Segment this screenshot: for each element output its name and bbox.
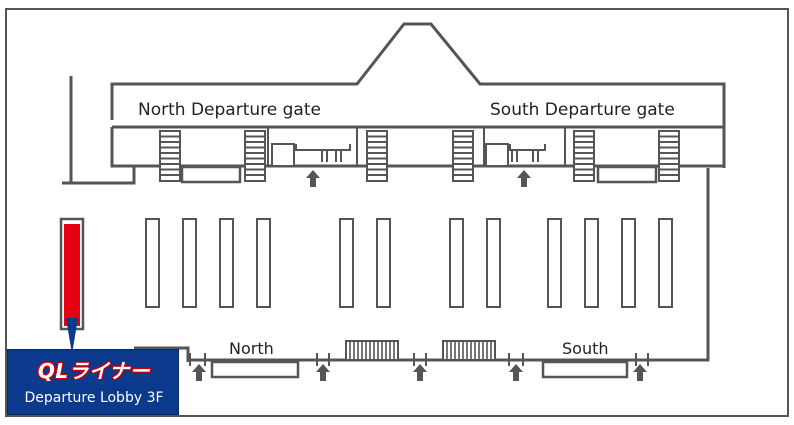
concourse-top-wall xyxy=(132,164,724,183)
roof-outline xyxy=(110,22,726,168)
south-ticket-gates xyxy=(485,143,546,167)
stairs-icon xyxy=(366,130,388,182)
stairs-icon xyxy=(452,130,474,182)
platform-column xyxy=(449,218,464,308)
counter xyxy=(210,360,300,379)
south-label: South xyxy=(562,339,609,358)
platform-column xyxy=(145,218,160,308)
ql-liner-badge: QLライナー Departure Lobby 3F xyxy=(7,349,179,415)
platform-column xyxy=(584,218,599,308)
counter xyxy=(541,360,629,379)
platform-column xyxy=(219,218,234,308)
escalator-icon xyxy=(345,340,496,361)
north-label: North xyxy=(229,339,274,358)
ql-liner-logo: QLライナー xyxy=(37,359,151,383)
platform-column xyxy=(182,218,197,308)
stairs-icon xyxy=(159,130,181,182)
up-arrow-icon xyxy=(413,364,427,381)
platform-columns xyxy=(145,218,673,308)
counter xyxy=(180,165,242,184)
up-arrow-icon xyxy=(306,170,531,187)
stairs-icon xyxy=(159,130,680,182)
badge-subtitle: Departure Lobby 3F xyxy=(24,390,164,406)
map-frame xyxy=(5,8,789,417)
up-arrow-icon xyxy=(192,364,647,381)
up-arrow-icon xyxy=(633,364,647,381)
platform-column xyxy=(256,218,271,308)
bottom-ticket-gates xyxy=(189,353,649,366)
north-ticket-gates xyxy=(271,143,351,167)
up-arrow-icon xyxy=(306,170,320,187)
escalator-icon xyxy=(345,340,399,361)
stairs-icon xyxy=(573,130,595,182)
stairs-icon xyxy=(244,130,266,182)
platform-column xyxy=(547,218,562,308)
platform-column xyxy=(486,218,501,308)
bus-stop-highlight xyxy=(64,224,80,326)
up-arrow-icon xyxy=(509,364,523,381)
platform-column xyxy=(658,218,673,308)
counter xyxy=(596,165,658,184)
concourse-right-wall xyxy=(654,168,710,362)
north-corner-wall xyxy=(62,127,136,185)
up-arrow-icon xyxy=(316,364,330,381)
south-gate-label: South Departure gate xyxy=(490,100,675,120)
pin-pointer-icon xyxy=(66,318,78,354)
north-gate-label: North Departure gate xyxy=(138,100,321,120)
platform-column xyxy=(339,218,354,308)
escalator-icon xyxy=(442,340,496,361)
bottom-left-wall xyxy=(134,346,190,362)
up-arrow-icon xyxy=(517,170,531,187)
up-arrow-icon xyxy=(192,364,206,381)
platform-column xyxy=(621,218,636,308)
platform-column xyxy=(376,218,391,308)
stairs-icon xyxy=(658,130,680,182)
